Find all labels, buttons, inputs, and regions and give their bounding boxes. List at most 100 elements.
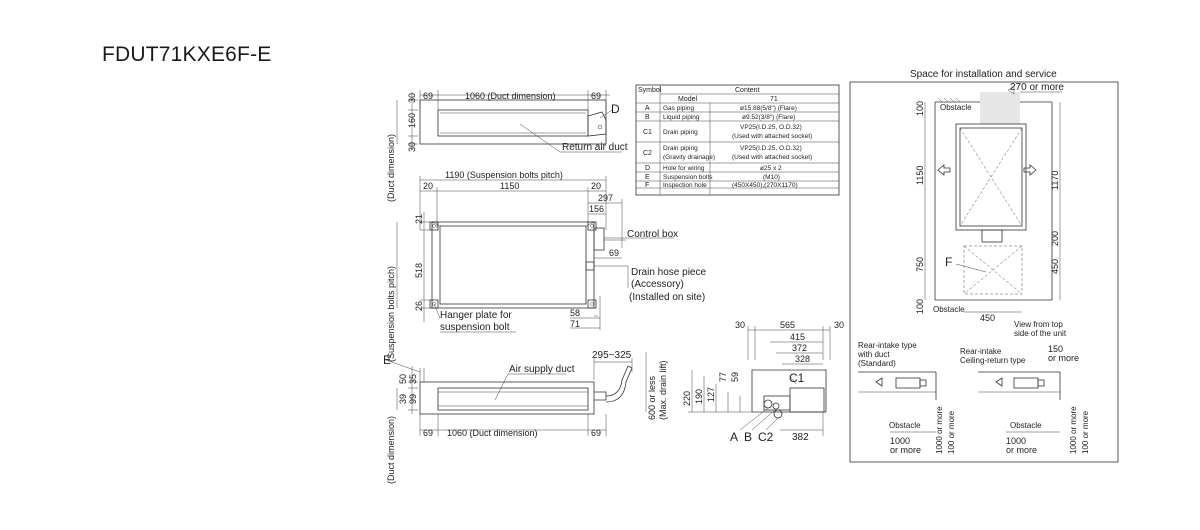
service-space-panel: Space for installation and service Obsta… <box>849 69 1119 463</box>
dim-750: 750 <box>915 257 925 272</box>
table-row: C2 Drain piping (Gravity drainage) VP25(… <box>643 145 812 161</box>
row-symbol: D <box>645 165 650 172</box>
table-header-symbol: Symbol <box>638 87 662 94</box>
row-content: ø25 x 2 <box>760 165 782 172</box>
unit-side-outline <box>751 369 827 413</box>
duct-dimension-vertical-top: (Duct dimension) <box>386 134 396 202</box>
dim-39: 39 <box>398 394 408 404</box>
row-symbol: A <box>645 105 650 112</box>
dim-duct-front: 1060 (Duct dimension) <box>447 428 538 438</box>
dim-59: 59 <box>730 372 740 382</box>
side-view: 30 565 30 415 372 328 C1 220 190 127 77 … <box>682 320 844 444</box>
model-title: FDUT71KXE6F-E <box>102 43 272 66</box>
rear-intake-3: (Standard) <box>858 359 896 368</box>
max-drain-2: (Max. drain lift) <box>658 360 668 420</box>
dim-35: 35 <box>408 374 418 384</box>
dim-30-left-side: 30 <box>735 320 745 330</box>
rear-ceiling-2: Ceiling-return type <box>960 356 1026 365</box>
obstacle-top-label: Obstacle <box>940 103 972 112</box>
rear-intake-1: Rear-intake type <box>858 341 917 350</box>
label-e: E <box>383 353 391 367</box>
dim-160: 160 <box>407 113 417 128</box>
table-row: B Liquid piping ø9.52(3/8") (Flare) <box>645 114 795 121</box>
dim-156: 156 <box>589 204 604 214</box>
row-content: ø15.88(5/8") (Flare) <box>740 105 797 112</box>
row-content: VP25(I.D.25, O.D.32) <box>740 145 802 152</box>
dim-69-left: 69 <box>423 91 433 101</box>
view-from-top-2: side of the unit <box>1014 329 1067 338</box>
dim-71: 71 <box>570 319 580 329</box>
row-item: Drain piping <box>663 145 698 152</box>
dim-1000-more-a1: 1000 <box>890 436 910 446</box>
row-item: Inspection hole <box>663 182 707 189</box>
table-row: C1 Drain piping VP25(I.D.25, O.D.32) (Us… <box>643 124 812 140</box>
plan-view: 1190 (Suspension bolts pitch) 20 1150 20… <box>386 170 706 362</box>
dim-518: 518 <box>414 263 424 278</box>
dim-99: 99 <box>408 394 418 404</box>
dim-69-plan: 69 <box>609 248 619 258</box>
obstacle-a: Obstacle <box>889 421 921 430</box>
control-box <box>593 227 605 251</box>
table-model-value: 71 <box>770 96 778 103</box>
service-space-frame <box>849 81 1119 463</box>
dim-30-top: 30 <box>407 93 417 103</box>
obstacle-bottom-label: Obstacle <box>933 305 965 314</box>
dim-69-right: 69 <box>591 91 601 101</box>
label-d: D <box>611 102 620 116</box>
unit-top-outline <box>419 99 607 145</box>
dim-26: 26 <box>414 301 424 311</box>
dim-20-right: 20 <box>591 181 601 191</box>
table-row: F Inspection hole (450X450),(270X1170) <box>645 182 798 189</box>
dim-30-right-side: 30 <box>834 320 844 330</box>
dim-450-h: 450 <box>980 313 995 323</box>
row-content: VP25(I.D.25, O.D.32) <box>740 124 802 131</box>
return-air-duct-label: Return air duct <box>562 142 628 153</box>
dim-270-more: 270 or more <box>1010 82 1064 93</box>
table-row: D Hole for wiring ø25 x 2 <box>645 165 782 172</box>
row-content-2: (Used with attached socket) <box>732 133 812 140</box>
unit-front-outline <box>419 381 595 415</box>
dim-1000-more-a2: or more <box>890 445 921 455</box>
label-b: B <box>744 430 752 444</box>
unit-plan-outline <box>431 221 595 309</box>
dim-21: 21 <box>414 214 424 224</box>
dim-1150: 1150 <box>500 181 519 191</box>
table-header-content: Content <box>735 87 760 94</box>
dim-190: 190 <box>694 389 704 404</box>
dim-100-top: 100 <box>915 101 925 116</box>
row-content-2: (Used with attached socket) <box>732 154 812 161</box>
row-content: ø9.52(3/8") (Flare) <box>742 114 795 121</box>
dim-20-left: 20 <box>423 181 433 191</box>
row-content: (M10) <box>763 174 780 181</box>
dim-30-bottom: 30 <box>407 142 417 152</box>
row-symbol: B <box>645 114 650 121</box>
drain-hose-label-1: Drain hose piece <box>631 267 706 278</box>
row-item: Liquid piping <box>663 114 700 121</box>
dim-1000-more-b1: 1000 <box>1006 436 1026 446</box>
dim-100-more-v-a: 100 or more <box>947 410 956 454</box>
dim-200: 200 <box>1050 231 1060 246</box>
dim-1150-service: 1150 <box>915 166 925 185</box>
row-item: Gas piping <box>663 105 694 112</box>
dim-100-more-v-b: 100 or more <box>1081 410 1090 454</box>
hanger-label-2: suspension bolt <box>440 322 510 333</box>
table-row: A Gas piping ø15.88(5/8") (Flare) <box>645 105 797 112</box>
dim-382: 382 <box>792 432 809 443</box>
dim-69-left-front: 69 <box>423 428 433 438</box>
dim-69-right-front: 69 <box>591 428 601 438</box>
front-view: E 295~325 600 or less (Max. drain lift) … <box>383 350 668 484</box>
dim-220: 220 <box>682 391 692 406</box>
row-item: Drain piping <box>663 129 698 136</box>
dim-50: 50 <box>398 374 408 384</box>
max-drain-1: 600 or less <box>647 375 657 420</box>
dim-77: 77 <box>718 372 728 382</box>
dim-1170: 1170 <box>1050 171 1060 190</box>
rear-ceiling-1: Rear-intake <box>960 347 1002 356</box>
dim-565: 565 <box>780 320 795 330</box>
dim-150-more-1: 150 <box>1048 344 1063 354</box>
rear-intake-2: with duct <box>857 350 890 359</box>
table-row: E Suspension bolts (M10) <box>645 174 780 181</box>
dim-328: 328 <box>795 354 810 364</box>
label-a: A <box>730 430 738 444</box>
